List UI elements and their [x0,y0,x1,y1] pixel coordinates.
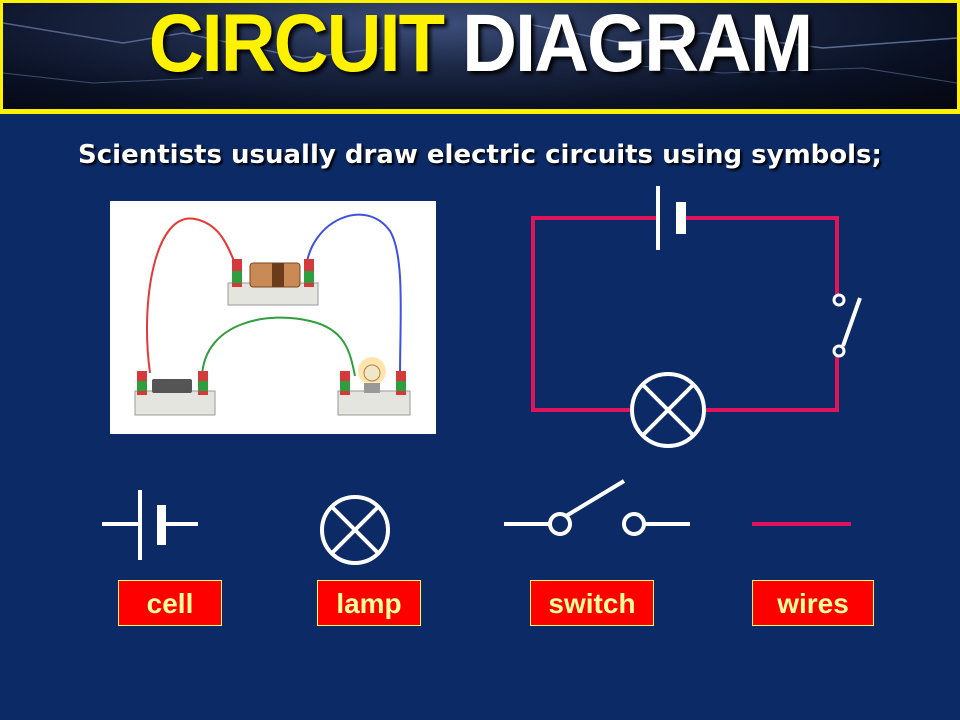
schematic-cell [656,186,686,250]
schematic-wire-top-left [531,216,658,412]
label-wires: wires [752,580,874,626]
schematic-lamp [630,372,706,448]
title-word-diagram: DIAGRAM [462,0,813,90]
red-wire [146,217,239,374]
label-lamp: lamp [317,580,421,626]
subtitle: Scientists usually draw electric circuit… [78,140,882,170]
title-word-circuit: CIRCUIT [148,0,445,90]
circuit-illustration [134,213,411,416]
label-cell: cell [118,580,222,626]
lightning-background [3,3,957,109]
circuit-photo [110,201,436,434]
lightning-decoration [3,22,957,84]
symbol-cell [102,490,198,560]
green-wire [201,316,356,377]
label-switch: switch [530,580,654,626]
symbol-lamp [320,495,390,565]
schematic-switch [832,293,862,358]
schematic-wire-top-right [684,216,839,302]
page-title: CIRCUIT DIAGRAM [0,2,960,85]
lamp-block [337,357,411,416]
schematic-wire-bottom-right [704,350,839,412]
symbol-switch [504,479,690,536]
title-banner [0,0,960,114]
battery-holder [227,259,319,306]
switch-block [134,371,216,416]
blue-wire [305,213,402,377]
schematic-circuit [531,216,839,412]
